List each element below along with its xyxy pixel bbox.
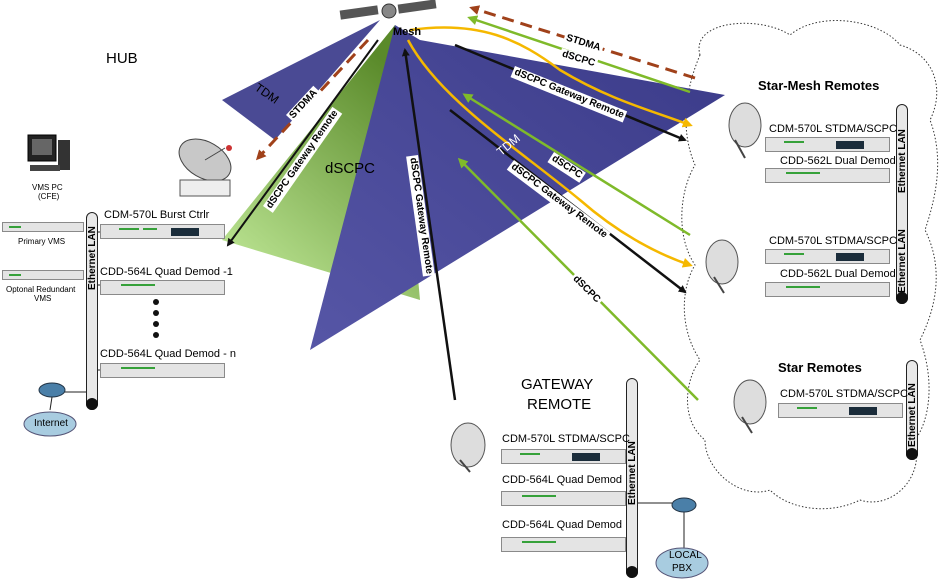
gateway-demod-1-unit — [501, 491, 626, 506]
star-mesh-1-demod-unit — [765, 168, 890, 183]
quad-demod-n-unit — [100, 363, 225, 378]
star-mesh-lan-label-2: Ethernet LAN — [897, 229, 908, 293]
hub-title: HUB — [106, 50, 138, 67]
gateway-router-icon — [671, 497, 697, 513]
dscpc-arrow-mid — [462, 93, 691, 237]
star-remotes-title: Star Remotes — [778, 360, 862, 375]
gateway-demod-2-unit — [501, 537, 626, 552]
star-dish-icon — [733, 379, 767, 434]
redundant-vms-label-line2: VMS — [34, 294, 52, 303]
quad-demod-n-label: CDD-564L Quad Demod - n — [100, 348, 236, 360]
gateway-arrow-hub — [226, 39, 379, 247]
star-mesh-ethernet-lan-pipe — [896, 104, 908, 304]
gateway-modem-unit — [501, 449, 626, 464]
star-mesh-2-demod-label: CDD-562L Dual Demod — [780, 268, 896, 280]
gateway-ethernet-lan-pipe — [626, 378, 638, 578]
star-lan-label: Ethernet LAN — [907, 383, 918, 447]
redundant-vms-label-line1: Optonal Redundant — [6, 285, 76, 294]
primary-vms-server — [2, 222, 84, 232]
vms-pc-icon — [27, 134, 70, 171]
gateway-demod-1-label: CDD-564L Quad Demod — [502, 474, 623, 486]
gateway-demod-2-label: CDD-564L Quad Demod — [502, 519, 623, 531]
satellite-icon — [339, 0, 437, 20]
internet-label: Internet — [34, 418, 68, 429]
gateway-arrow-top-yellow — [409, 26, 693, 128]
quad-demod-1-unit — [100, 280, 225, 295]
star-modem-label: CDM-570L STDMA/SCPC — [780, 388, 908, 400]
burst-ctrlr-label: CDM-570L Burst Ctrlr — [104, 209, 210, 221]
hub-lan-label: Ethernet LAN — [87, 226, 98, 290]
vertical-dots — [153, 299, 159, 338]
quad-demod-1-label: CDD-564L Quad Demod -1 — [100, 266, 233, 278]
hub-ethernet-lan-pipe — [86, 212, 98, 410]
star-mesh-1-modem-label: CDM-570L STDMA/SCPC — [769, 123, 897, 135]
gateway-dish-icon — [450, 422, 486, 473]
star-mesh-2-modem-label: CDM-570L STDMA/SCPC — [769, 235, 897, 247]
local-pbx-label-line2: PBX — [672, 563, 693, 574]
tdm-beam-hub — [222, 20, 380, 140]
gateway-arrow-mid-yellow — [406, 39, 693, 268]
gateway-title-line1: GATEWAY — [521, 376, 594, 393]
gateway-title-line2: REMOTE — [527, 396, 592, 413]
burst-ctrlr-unit — [100, 224, 225, 239]
star-mesh-2-modem-unit — [765, 249, 890, 264]
vms-pc-label-line2: (CFE) — [38, 192, 60, 201]
gateway-modem-label: CDM-570L STDMA/SCPC — [502, 433, 630, 445]
star-mesh-dish-2-icon — [705, 239, 739, 294]
local-pbx-cloud — [655, 547, 709, 579]
hub-dish-icon — [178, 138, 232, 197]
star-mesh-remotes-title: Star-Mesh Remotes — [758, 78, 880, 93]
mesh-label: Mesh — [393, 26, 422, 38]
remote-cloud — [681, 20, 939, 510]
local-pbx-label-line1: LOCAL — [669, 550, 702, 561]
vms-pc-label-line1: VMS PC — [32, 183, 63, 192]
star-mesh-dish-1-icon — [728, 102, 762, 159]
primary-vms-label: Primary VMS — [18, 237, 66, 246]
hub-router-icon — [38, 382, 66, 411]
star-ethernet-lan-pipe — [906, 360, 918, 460]
internet-cloud — [23, 411, 77, 437]
gateway-arrow-vertical — [401, 48, 457, 401]
dscpc-center-label: dSCPC — [325, 160, 376, 177]
star-modem-unit — [778, 403, 903, 418]
star-mesh-2-demod-unit — [765, 282, 890, 297]
star-mesh-lan-label: Ethernet LAN — [897, 129, 908, 193]
star-mesh-1-demod-label: CDD-562L Dual Demod — [780, 155, 896, 167]
gateway-lan-label: Ethernet LAN — [627, 441, 638, 505]
star-mesh-1-modem-unit — [765, 137, 890, 152]
redundant-vms-server — [2, 270, 84, 280]
